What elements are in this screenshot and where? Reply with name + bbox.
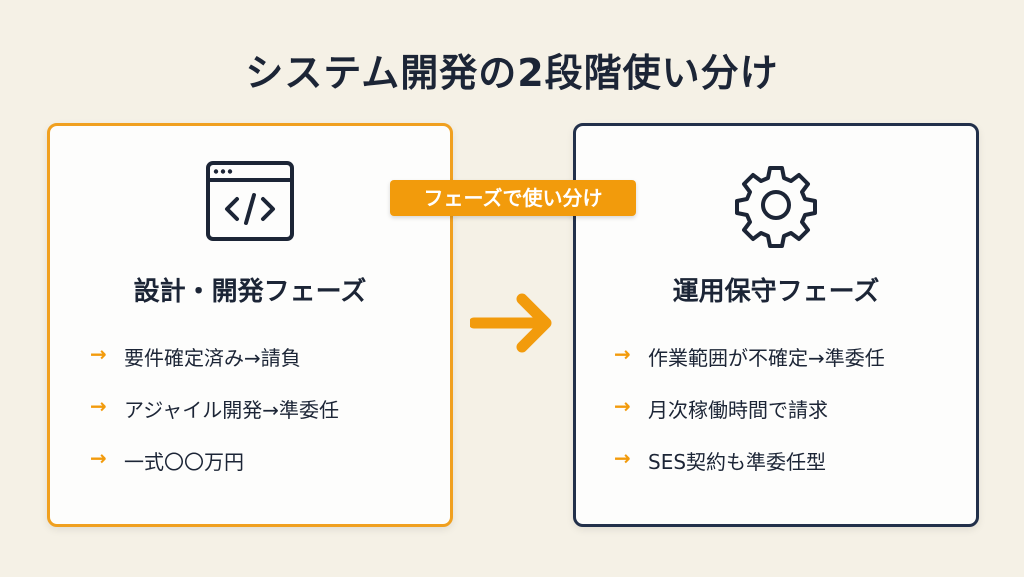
list-item: → SES契約も準委任型 — [614, 446, 885, 498]
gear-icon — [731, 160, 821, 254]
code-window-icon — [205, 160, 295, 246]
transition-arrow-icon — [468, 292, 556, 358]
item-text: SES契約も準委任型 — [648, 450, 827, 474]
list-item: → 要件確定済み→請負 — [90, 342, 339, 394]
item-text: 一式〇〇万円 — [124, 450, 244, 474]
arrow-right-icon: → — [614, 446, 631, 470]
phase-heading: 設計・開発フェーズ — [133, 277, 367, 307]
item-text: アジャイル開発→準委任 — [124, 398, 339, 422]
list-item: → アジャイル開発→準委任 — [90, 394, 339, 446]
phase-heading: 運用保守フェーズ — [672, 277, 880, 307]
arrow-right-icon: → — [90, 342, 107, 366]
operation-maintenance-phase-card: 運用保守フェーズ → 作業範囲が不確定→準委任 → 月次稼働時間で請求 → SES契約… — [573, 123, 979, 527]
design-development-phase-card: 設計・開発フェーズ → 要件確定済み→請負 → アジャイル開発→準委任 → 一式〇〇万… — [47, 123, 453, 527]
arrow-right-icon: → — [614, 394, 631, 418]
page-title: システム開発の2段階使い分け — [245, 51, 779, 95]
arrow-right-icon: → — [90, 394, 107, 418]
phase-items: → 要件確定済み→請負 → アジャイル開発→準委任 → 一式〇〇万円 — [90, 342, 339, 498]
item-text: 月次稼働時間で請求 — [648, 398, 828, 422]
arrow-right-icon: → — [90, 446, 107, 470]
list-item: → 一式〇〇万円 — [90, 446, 339, 498]
list-item: → 月次稼働時間で請求 — [614, 394, 885, 446]
phase-badge: フェーズで使い分け — [390, 180, 636, 216]
item-text: 作業範囲が不確定→準委任 — [648, 346, 885, 370]
item-text: 要件確定済み→請負 — [124, 346, 301, 370]
arrow-right-icon: → — [614, 342, 631, 366]
phase-items: → 作業範囲が不確定→準委任 → 月次稼働時間で請求 → SES契約も準委任型 — [614, 342, 885, 498]
list-item: → 作業範囲が不確定→準委任 — [614, 342, 885, 394]
